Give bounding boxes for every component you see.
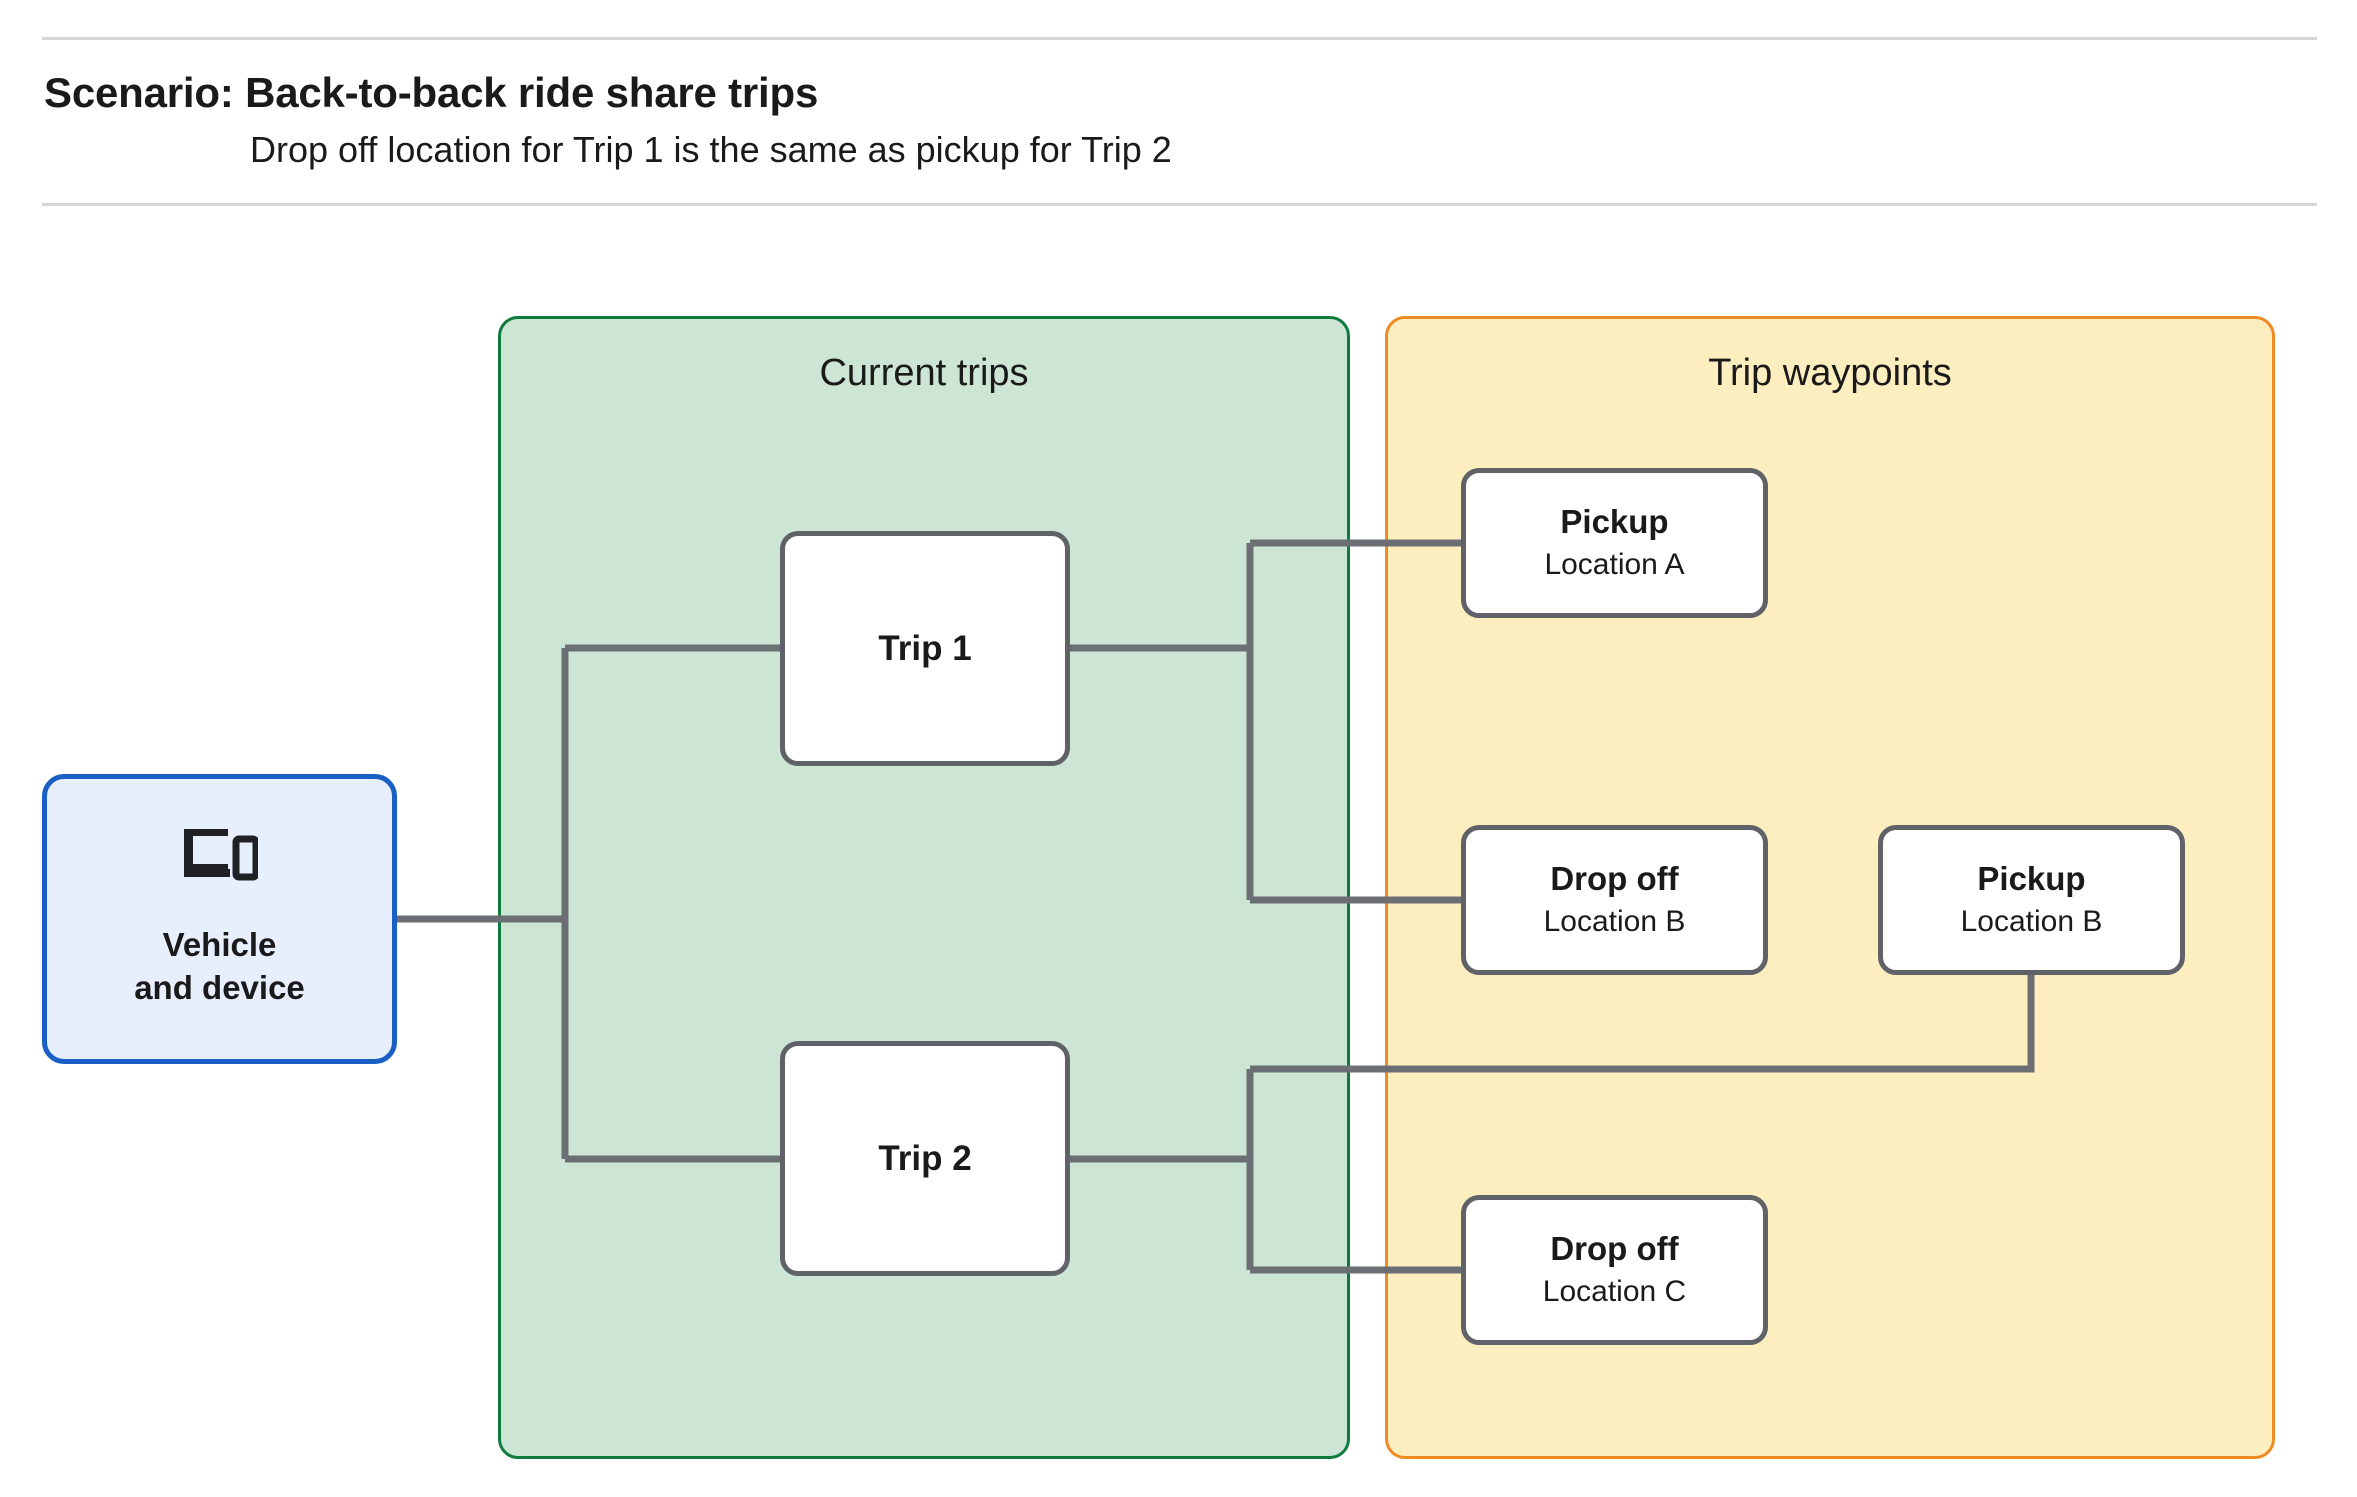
header-divider-top [42,37,2317,40]
node-vehicle-and-device[interactable]: Vehicle and device [42,774,397,1064]
node-trip-1[interactable]: Trip 1 [780,531,1070,766]
node-pickup-a[interactable]: Pickup Location A [1461,468,1768,618]
node-vehicle-line-2: and device [134,968,305,1006]
node-dropoff-c-location: Location C [1542,1275,1687,1309]
node-dropoff-b-location: Location B [1543,905,1686,939]
node-dropoff-c-title: Drop off [1550,1230,1679,1268]
node-pickup-b[interactable]: Pickup Location B [1878,825,2185,975]
node-pickup-a-title: Pickup [1560,503,1669,541]
page-title: Scenario: Back-to-back ride share trips [44,69,819,116]
node-pickup-a-location: Location A [1544,548,1685,582]
group-current-trips: Current trips [498,316,1350,1459]
node-pickup-b-location: Location B [1960,905,2103,939]
group-current-trips-title: Current trips [819,352,1029,394]
node-dropoff-b-title: Drop off [1550,860,1679,898]
node-pickup-b-title: Pickup [1977,860,2086,898]
node-trip-1-label: Trip 1 [878,628,972,668]
node-trip-2[interactable]: Trip 2 [780,1041,1070,1276]
node-trip-2-label: Trip 2 [878,1138,972,1178]
node-dropoff-b[interactable]: Drop off Location B [1461,825,1768,975]
group-trip-waypoints-title: Trip waypoints [1708,352,1952,394]
node-dropoff-c[interactable]: Drop off Location C [1461,1195,1768,1345]
node-vehicle-line-1: Vehicle [162,926,277,963]
devices-icon [182,825,259,886]
page-subtitle: Drop off location for Trip 1 is the same… [250,129,1172,170]
header-divider-bottom [42,203,2317,206]
